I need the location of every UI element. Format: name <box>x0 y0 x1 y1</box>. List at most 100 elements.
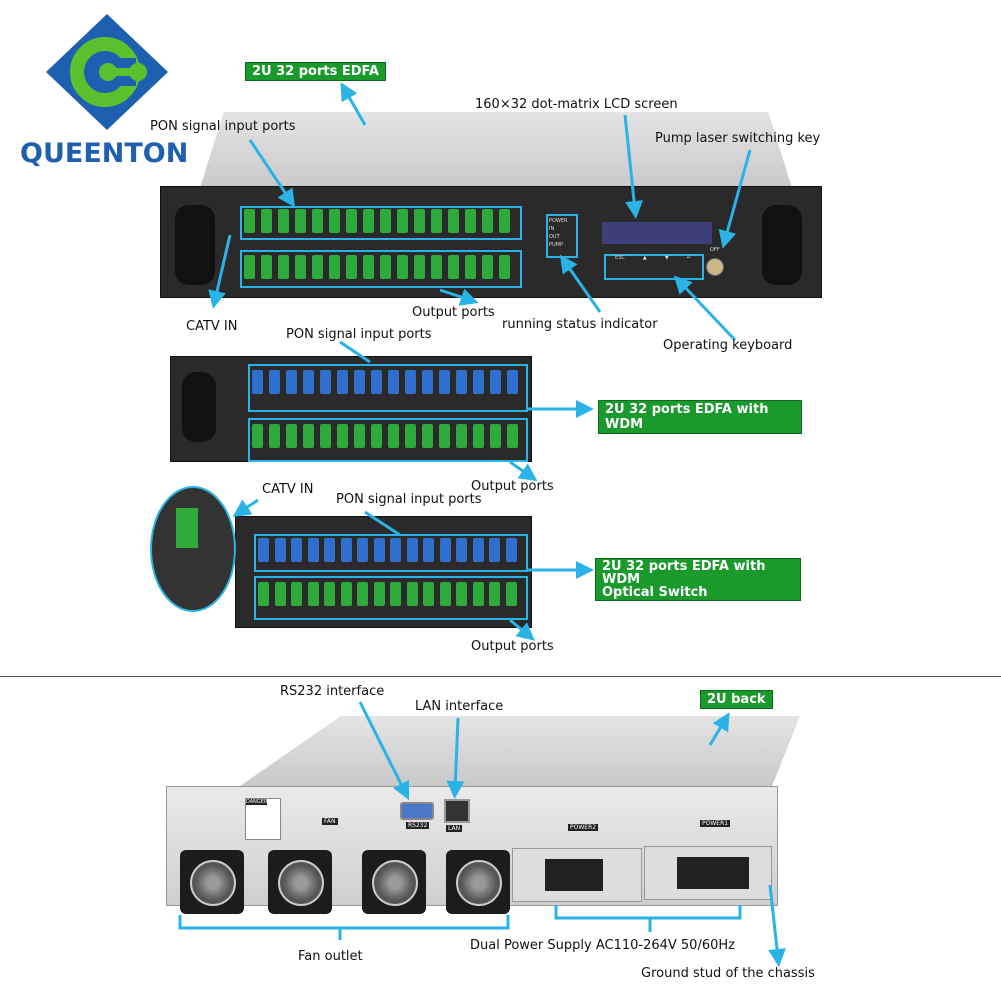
sc-port[interactable] <box>357 538 368 562</box>
sc-port[interactable] <box>414 209 425 233</box>
sc-port[interactable] <box>303 370 314 394</box>
sc-port[interactable] <box>286 424 297 448</box>
sc-port[interactable] <box>354 424 365 448</box>
sc-port[interactable] <box>312 209 323 233</box>
sc-port[interactable] <box>490 370 501 394</box>
sc-port[interactable] <box>303 424 314 448</box>
sc-port[interactable] <box>499 209 510 233</box>
sc-port[interactable] <box>373 582 385 606</box>
sc-port[interactable] <box>380 255 391 279</box>
sc-port[interactable] <box>340 538 352 562</box>
sc-port[interactable] <box>320 370 331 394</box>
sc-port[interactable] <box>473 370 484 394</box>
sc-port[interactable] <box>380 209 391 233</box>
sc-port[interactable] <box>357 582 368 606</box>
sc-port[interactable] <box>414 255 425 279</box>
sc-port[interactable] <box>244 209 255 233</box>
sc-port[interactable] <box>489 538 500 562</box>
sc-port[interactable] <box>371 370 382 394</box>
sc-port[interactable] <box>489 582 500 606</box>
rs232-port[interactable] <box>400 802 434 820</box>
sc-port[interactable] <box>329 255 340 279</box>
sc-port[interactable] <box>406 538 418 562</box>
pump-laser-key[interactable] <box>706 258 724 276</box>
sc-port[interactable] <box>439 370 450 394</box>
sc-port[interactable] <box>278 209 289 233</box>
sc-port[interactable] <box>329 209 340 233</box>
sc-port[interactable] <box>363 209 374 233</box>
wdm-handle[interactable] <box>182 372 216 442</box>
sc-port[interactable] <box>340 582 352 606</box>
sc-port[interactable] <box>388 424 399 448</box>
sc-port[interactable] <box>274 538 286 562</box>
sc-port[interactable] <box>422 370 433 394</box>
right-handle[interactable] <box>762 205 802 285</box>
sc-port[interactable] <box>307 582 319 606</box>
sc-port[interactable] <box>291 538 302 562</box>
sc-port[interactable] <box>397 255 408 279</box>
key-enter[interactable]: ↵ <box>686 255 691 261</box>
sc-port[interactable] <box>252 370 263 394</box>
sc-port[interactable] <box>261 209 272 233</box>
sc-port[interactable] <box>346 209 357 233</box>
sc-port[interactable] <box>337 424 348 448</box>
sc-port[interactable] <box>295 209 306 233</box>
sc-port[interactable] <box>244 255 255 279</box>
sc-port[interactable] <box>405 424 416 448</box>
sc-port[interactable] <box>482 209 493 233</box>
sc-port[interactable] <box>373 538 385 562</box>
sc-port[interactable] <box>295 255 306 279</box>
sc-port[interactable] <box>269 424 280 448</box>
sc-port[interactable] <box>439 582 451 606</box>
sc-port[interactable] <box>456 582 467 606</box>
sc-port[interactable] <box>472 582 484 606</box>
sc-port[interactable] <box>286 370 297 394</box>
key-down[interactable]: ▼ <box>664 255 669 261</box>
sc-port[interactable] <box>278 255 289 279</box>
key-up[interactable]: ▲ <box>642 255 647 261</box>
sc-port[interactable] <box>261 255 272 279</box>
sc-port[interactable] <box>307 538 319 562</box>
sc-port[interactable] <box>473 424 484 448</box>
left-handle[interactable] <box>175 205 215 285</box>
sc-port[interactable] <box>371 424 382 448</box>
sc-port[interactable] <box>490 424 501 448</box>
sc-port[interactable] <box>337 370 348 394</box>
sc-port[interactable] <box>507 424 518 448</box>
sc-port[interactable] <box>324 582 335 606</box>
sc-port[interactable] <box>465 209 476 233</box>
sc-port[interactable] <box>406 582 418 606</box>
sc-port[interactable] <box>439 424 450 448</box>
sc-port[interactable] <box>456 370 467 394</box>
sc-port[interactable] <box>390 538 401 562</box>
sc-port[interactable] <box>274 582 286 606</box>
sc-port[interactable] <box>388 370 399 394</box>
sc-port[interactable] <box>397 209 408 233</box>
sc-port[interactable] <box>354 370 365 394</box>
sc-port[interactable] <box>472 538 484 562</box>
sc-port[interactable] <box>431 255 442 279</box>
sc-port[interactable] <box>448 255 459 279</box>
sc-port[interactable] <box>346 255 357 279</box>
sc-port[interactable] <box>258 582 269 606</box>
sc-port[interactable] <box>269 370 280 394</box>
sc-port[interactable] <box>320 424 331 448</box>
sc-port[interactable] <box>363 255 374 279</box>
sc-port[interactable] <box>324 538 335 562</box>
sc-port[interactable] <box>258 538 269 562</box>
sc-port[interactable] <box>252 424 263 448</box>
sc-port[interactable] <box>291 582 302 606</box>
sc-port[interactable] <box>312 255 323 279</box>
sc-port[interactable] <box>505 538 517 562</box>
lan-port[interactable] <box>444 799 470 823</box>
sc-port[interactable] <box>456 424 467 448</box>
sc-port[interactable] <box>405 370 416 394</box>
sc-port[interactable] <box>505 582 517 606</box>
sc-port[interactable] <box>422 424 433 448</box>
sc-port[interactable] <box>482 255 493 279</box>
sc-port[interactable] <box>456 538 467 562</box>
sc-port[interactable] <box>439 538 451 562</box>
sc-port[interactable] <box>499 255 510 279</box>
sc-port[interactable] <box>423 582 434 606</box>
sc-port[interactable] <box>465 255 476 279</box>
